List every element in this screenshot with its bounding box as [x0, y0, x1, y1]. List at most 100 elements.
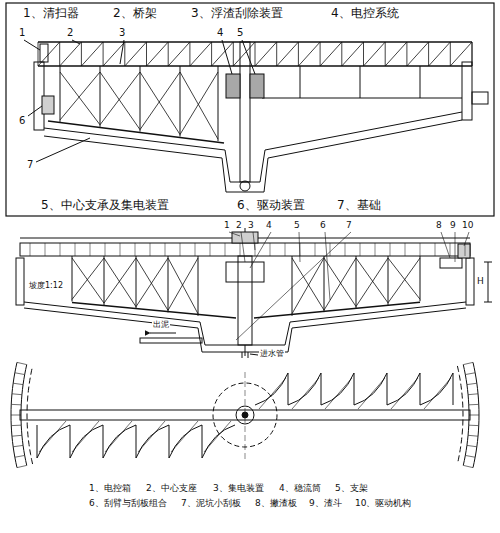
- callout-number: 8: [435, 221, 443, 230]
- legend-item: 1、清扫器: [22, 7, 80, 19]
- elevation-view: [16, 228, 492, 358]
- legend-item: 7、泥坑小刮板: [180, 499, 242, 508]
- member: [455, 232, 456, 262]
- member: [140, 66, 141, 132]
- member: [358, 378, 385, 409]
- member: [60, 72, 100, 120]
- weir-line: [457, 366, 463, 464]
- member: [315, 243, 316, 256]
- tank-wall: [16, 258, 24, 305]
- member: [364, 42, 386, 66]
- member: [45, 243, 46, 256]
- member: [75, 243, 76, 256]
- member: [210, 243, 211, 256]
- member: [189, 42, 190, 66]
- member: [406, 42, 407, 66]
- weir-line: [27, 366, 33, 464]
- scraper-blade: [103, 425, 136, 458]
- member: [385, 42, 386, 66]
- member: [330, 243, 331, 256]
- member: [407, 42, 429, 66]
- member: [298, 42, 299, 66]
- stroke: [488, 262, 489, 302]
- member: [15, 455, 25, 457]
- legend-item: 4、稳流筒: [278, 484, 322, 493]
- member: [60, 72, 100, 125]
- member: [72, 302, 236, 318]
- member: [39, 421, 66, 452]
- member: [469, 404, 479, 405]
- member: [72, 421, 99, 452]
- stroke: [242, 40, 255, 74]
- member: [120, 243, 121, 256]
- member: [356, 256, 357, 309]
- callout-number: 9: [449, 221, 457, 230]
- scraper-blade: [70, 425, 103, 458]
- member: [405, 243, 406, 256]
- member: [325, 378, 352, 409]
- stilling-well: [226, 262, 264, 282]
- scraper-blade: [202, 425, 235, 458]
- stroke: [245, 228, 246, 232]
- member: [195, 243, 196, 256]
- tank-wall: [462, 62, 472, 120]
- member: [292, 258, 324, 314]
- member: [441, 232, 450, 258]
- member: [104, 258, 136, 307]
- stroke: [28, 106, 42, 116]
- member: [140, 72, 180, 130]
- member: [388, 258, 420, 303]
- tank-wall: [466, 258, 474, 305]
- member: [168, 256, 169, 312]
- member: [472, 42, 473, 66]
- member: [345, 243, 346, 256]
- member: [11, 415, 21, 416]
- member: [360, 243, 361, 256]
- callout-number: 7: [26, 160, 34, 170]
- member: [72, 258, 104, 299]
- scraper-blade: [37, 425, 70, 458]
- member: [341, 42, 342, 66]
- member: [12, 393, 22, 395]
- member: [450, 42, 451, 66]
- member: [385, 42, 407, 66]
- slope-note: 坡度1:12: [28, 282, 64, 290]
- member: [450, 243, 451, 256]
- member: [468, 393, 478, 395]
- member: [180, 66, 181, 137]
- callout-number: 10: [461, 221, 474, 230]
- callout-number: 6: [18, 116, 26, 126]
- member: [298, 42, 320, 66]
- member: [424, 378, 451, 409]
- scraper-blade: [321, 373, 354, 405]
- member: [72, 258, 104, 303]
- stroke: [245, 345, 246, 356]
- pipe-label: 出泥: [152, 321, 170, 329]
- tank-rim: [21, 365, 27, 466]
- legend-item: 3、浮渣刮除装置: [190, 7, 284, 19]
- member: [292, 256, 293, 316]
- member: [420, 256, 421, 301]
- member: [270, 243, 271, 256]
- member: [180, 243, 181, 256]
- member: [147, 42, 169, 66]
- member: [299, 232, 300, 262]
- member: [60, 42, 82, 66]
- member: [104, 256, 105, 305]
- stroke: [24, 302, 466, 345]
- dimension-label: H: [476, 277, 485, 286]
- stroke: [484, 262, 492, 263]
- member: [124, 42, 125, 66]
- member: [467, 383, 477, 384]
- legend-item: 9、渣斗: [308, 499, 343, 508]
- callout-number: 1: [18, 28, 26, 38]
- member: [225, 243, 226, 256]
- member: [469, 415, 479, 416]
- scraper-blade: [288, 373, 321, 405]
- member: [259, 378, 286, 409]
- member: [467, 445, 477, 446]
- member: [250, 232, 271, 268]
- member: [245, 372, 246, 462]
- stroke: [262, 98, 462, 99]
- member: [253, 232, 255, 250]
